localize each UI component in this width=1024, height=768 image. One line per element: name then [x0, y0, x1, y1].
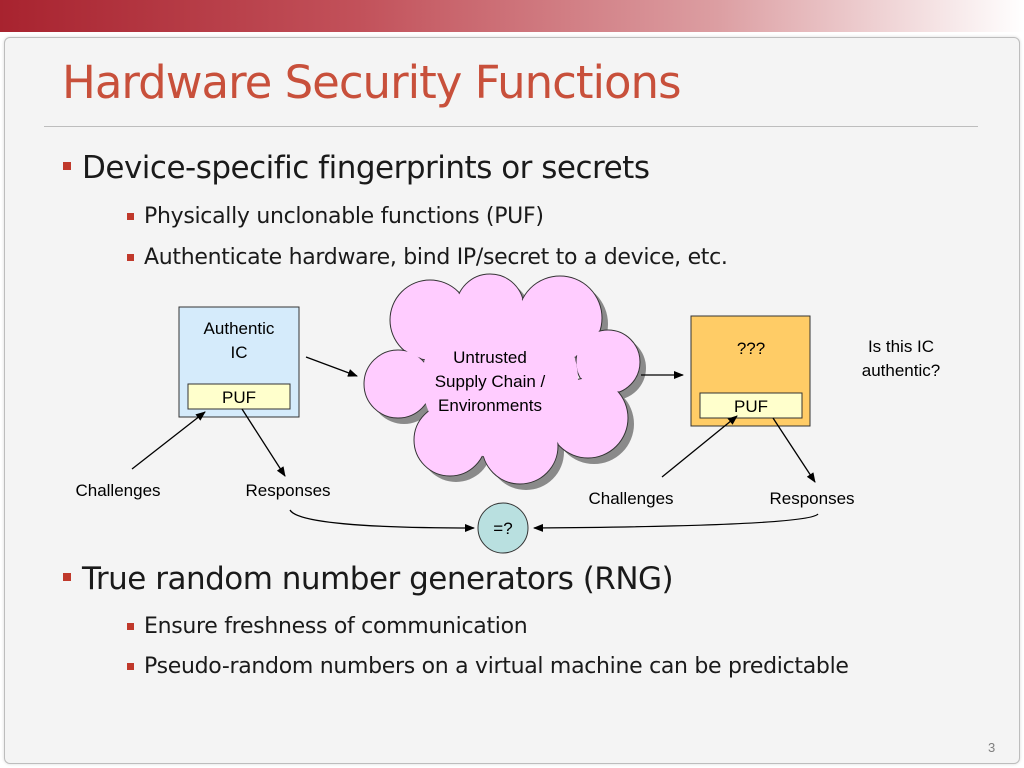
bullet-square-icon [127, 213, 134, 220]
bullet-heading-rng: True random number generators (RNG) [63, 561, 674, 597]
sub-bullet-text: Pseudo-random numbers on a virtual machi… [144, 654, 849, 679]
sub-bullet-text: Physically unclonable functions (PUF) [144, 204, 544, 229]
bullet-square-icon [127, 254, 134, 261]
slide-title: Hardware Security Functions [62, 56, 682, 109]
sub-bullet-freshness: Ensure freshness of communication [127, 614, 528, 639]
sub-bullet-authenticate: Authenticate hardware, bind IP/secret to… [127, 245, 728, 270]
bullet-square-icon [127, 623, 134, 630]
bullet-text: True random number generators (RNG) [82, 561, 674, 597]
bullet-square-icon [63, 573, 71, 581]
sub-bullet-puf: Physically unclonable functions (PUF) [127, 204, 544, 229]
sub-bullet-text: Ensure freshness of communication [144, 614, 528, 639]
top-gradient-bar [0, 0, 1024, 32]
bullet-text: Device-specific fingerprints or secrets [82, 150, 650, 186]
bullet-square-icon [127, 663, 134, 670]
bullet-square-icon [63, 162, 71, 170]
page-number: 3 [988, 740, 996, 755]
sub-bullet-pseudo-random: Pseudo-random numbers on a virtual machi… [127, 654, 849, 679]
bullet-heading-fingerprints: Device-specific fingerprints or secrets [63, 150, 650, 186]
title-divider [44, 126, 978, 127]
sub-bullet-text: Authenticate hardware, bind IP/secret to… [144, 245, 728, 270]
